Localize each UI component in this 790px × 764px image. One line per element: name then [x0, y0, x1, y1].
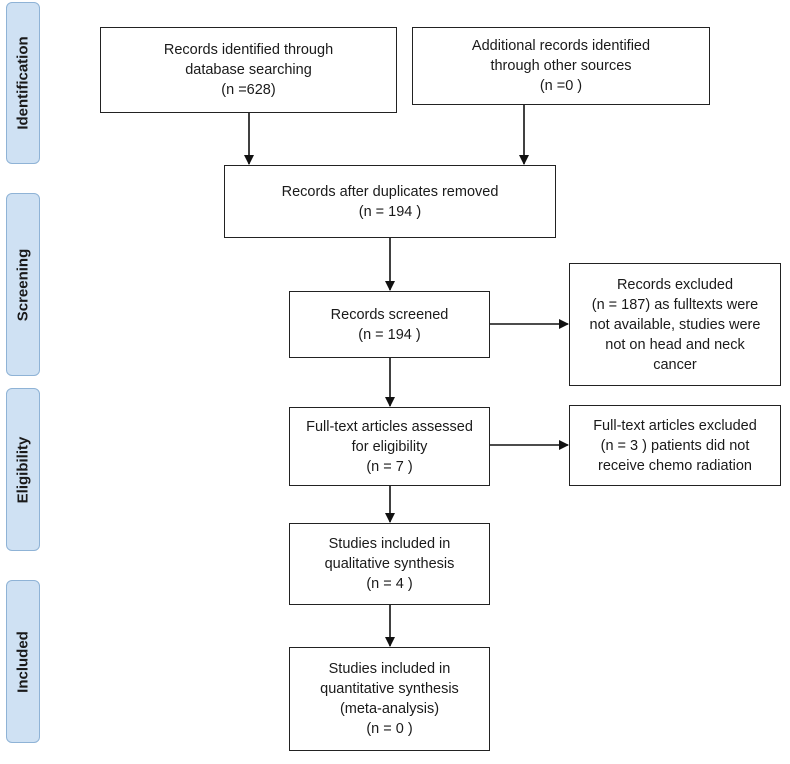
box-text-line: Studies included in	[328, 661, 451, 677]
box-fulltext-excluded: Full-text articles excluded (n = 3 ) pat…	[569, 405, 781, 486]
box-text-line: Records screened	[330, 306, 449, 323]
box-qualitative-synthesis: Studies included in qualitative synthesi…	[289, 523, 490, 605]
box-records-excluded: Records excluded (n = 187) as fulltexts …	[569, 263, 781, 386]
phase-eligibility: Eligibility	[6, 388, 40, 551]
phase-included: Included	[6, 580, 40, 743]
box-other-records: Additional records identified through ot…	[412, 27, 710, 105]
box-quantitative-synthesis: Studies included in quantitative synthes…	[289, 647, 490, 751]
box-fulltext-assessed: Full-text articles assessed for eligibil…	[289, 407, 490, 486]
box-text-line: Additional records identified	[471, 38, 651, 54]
box-text-line: Full-text articles assessed	[306, 418, 473, 435]
box-text-line: Records identified through	[163, 42, 334, 58]
box-records-screened: Records screened (n = 194 )	[289, 291, 490, 358]
box-text-line: (n =628)	[221, 82, 276, 98]
box-text-line: for eligibility	[351, 438, 428, 455]
box-text-line: (n = 194 )	[358, 326, 421, 343]
box-text-line: Records after duplicates removed	[281, 183, 499, 200]
box-text-line: (n = 7 )	[366, 458, 413, 475]
phase-identification: Identification	[6, 2, 40, 164]
box-text-line: database searching	[185, 62, 312, 78]
box-text-line: (n =0 )	[539, 78, 583, 94]
box-database-records: Records identified through database sear…	[100, 27, 397, 113]
box-text-line: (n = 3 ) patients did not	[600, 437, 750, 454]
phase-screening: Screening	[6, 193, 40, 376]
box-text-line: (n = 187) as fulltexts were	[591, 296, 759, 313]
box-text-line: (n = 4 )	[366, 576, 413, 592]
box-text-line: (n = 0 )	[366, 721, 413, 737]
box-text-line: not on head and neck	[605, 336, 745, 353]
box-text-line: Studies included in	[328, 536, 451, 552]
box-text-line: cancer	[653, 356, 697, 373]
box-text-line: through other sources	[490, 58, 632, 74]
box-text-line: (meta-analysis)	[339, 701, 440, 717]
box-text-line: Full-text articles excluded	[593, 417, 757, 434]
box-text-line: receive chemo radiation	[598, 457, 752, 474]
box-duplicates-removed: Records after duplicates removed (n = 19…	[224, 165, 556, 238]
box-text-line: (n = 194 )	[358, 203, 422, 220]
box-text-line: quantitative synthesis	[320, 681, 459, 697]
box-text-line: not available, studies were	[589, 316, 761, 333]
box-text-line: Records excluded	[616, 276, 734, 293]
box-text-line: qualitative synthesis	[324, 556, 455, 572]
